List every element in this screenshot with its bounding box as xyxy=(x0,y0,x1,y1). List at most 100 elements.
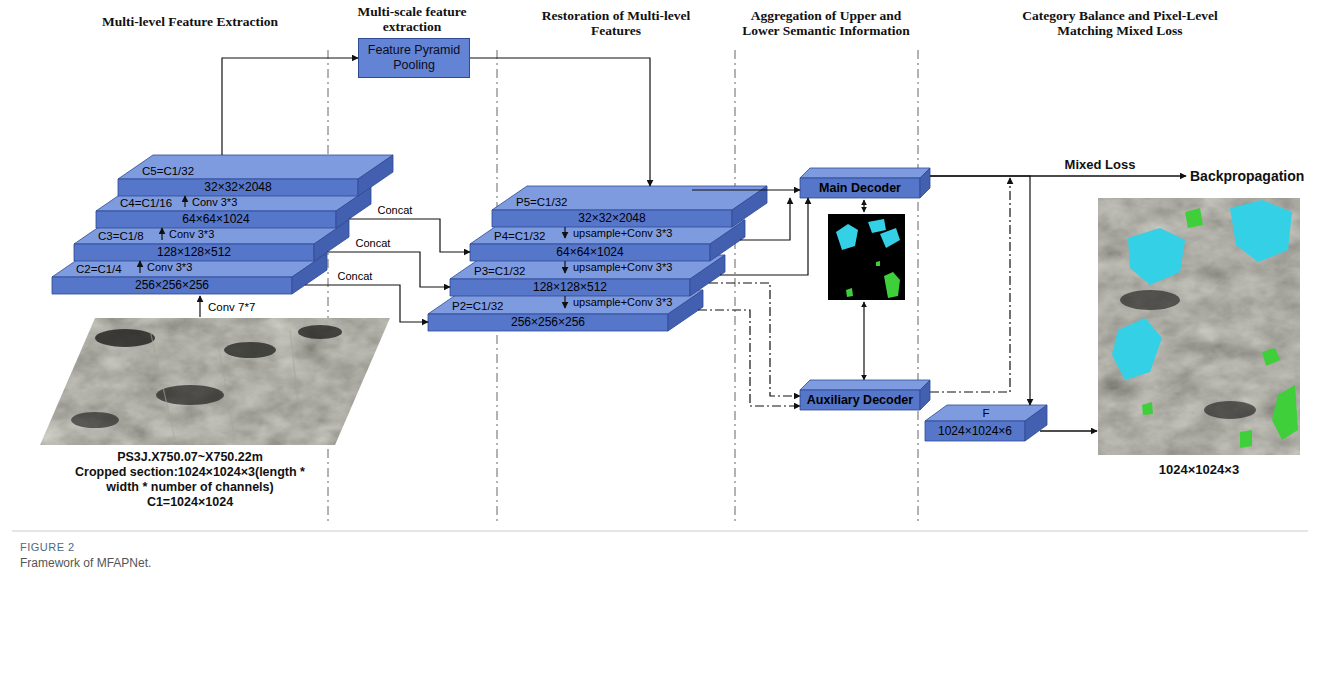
rock-hole xyxy=(224,342,276,358)
section-heading: Aggregation of Upper and Lower Semantic … xyxy=(734,8,918,38)
seg-blob xyxy=(1112,318,1162,380)
level-label: P2=C1/32 xyxy=(452,300,503,313)
seg-blob xyxy=(1240,430,1252,448)
figure-number: FIGURE 2 xyxy=(20,541,75,554)
rock-texture xyxy=(1098,198,1300,455)
front-face xyxy=(925,421,1025,441)
top-face xyxy=(470,220,745,244)
top-face xyxy=(800,380,930,390)
output-image xyxy=(1098,198,1300,455)
side-face xyxy=(920,380,930,410)
side-face xyxy=(336,187,371,228)
mask-ground xyxy=(828,214,905,300)
front-face xyxy=(118,179,358,196)
seg-blob xyxy=(1185,208,1203,228)
size-label: 256×256×256 xyxy=(428,314,668,331)
front-face xyxy=(800,178,920,198)
top-face xyxy=(800,168,930,178)
front-face xyxy=(96,211,336,228)
rock-texture xyxy=(40,318,390,445)
top-face xyxy=(74,220,349,244)
edge-label: upsample+Conv 3*3 xyxy=(573,261,672,273)
mask-arrow xyxy=(863,302,864,380)
level-label: C4=C1/16 xyxy=(120,197,172,210)
size-label: 32×32×2048 xyxy=(492,210,732,227)
mask-blob xyxy=(846,288,853,297)
rock-hole xyxy=(1204,401,1256,419)
conv-arrow xyxy=(199,296,200,317)
decoder-label: Main Decoder xyxy=(800,178,920,198)
connector-arrow xyxy=(305,285,428,322)
seg-blob xyxy=(1230,200,1292,262)
top-face xyxy=(118,155,393,179)
output-feature-slab: F1024×1024×6 xyxy=(925,405,1047,441)
input-size-label: C1=1024×1024 xyxy=(40,495,340,510)
connector-arrow xyxy=(327,252,450,287)
rock-hole xyxy=(298,325,342,339)
edge-label: upsample+Conv 3*3 xyxy=(573,296,672,308)
mask-blob xyxy=(868,219,886,233)
section-heading: Restoration of Multi-level Features xyxy=(521,8,711,38)
connector-arrow xyxy=(930,176,1030,405)
top-face xyxy=(492,186,767,210)
level-label: P4=C1/32 xyxy=(494,230,545,243)
backprop-label: Backpropagation xyxy=(1190,168,1304,184)
side-face xyxy=(710,220,745,261)
rock-hole xyxy=(95,329,155,347)
figure-caption: Framework of MFAPNet. xyxy=(20,556,151,570)
separator xyxy=(735,50,736,525)
size-label: 1024×1024×6 xyxy=(925,421,1025,441)
input-size-note: Cropped section:1024×1024×3(length * wid… xyxy=(63,465,318,495)
edge-label: Conv 3*3 xyxy=(147,261,192,273)
top-face xyxy=(96,187,371,211)
decoder-box: Auxiliary Decoder xyxy=(800,380,930,410)
rock-hole xyxy=(1120,290,1180,310)
top-face xyxy=(428,290,703,314)
size-label: 64×64×1024 xyxy=(470,244,710,261)
input-caption-group: PS3J.X750.07~X750.22mCropped section:102… xyxy=(40,450,340,510)
loss-label: Mixed Loss xyxy=(1065,157,1136,172)
size-label: 128×128×512 xyxy=(74,244,314,261)
feature-slab: C5=C1/3232×32×2048 xyxy=(118,155,393,196)
front-face xyxy=(428,314,668,331)
level-label: C3=C1/8 xyxy=(98,230,144,243)
edge-label: Concat xyxy=(356,237,391,249)
pyramid-pooling-box: Feature Pyramid Pooling xyxy=(358,38,470,78)
connector-arrow xyxy=(222,58,358,155)
size-label: 256×256×256 xyxy=(52,277,292,294)
connector-arrow xyxy=(698,310,800,406)
edge-label: Conv 3*3 xyxy=(169,228,214,240)
front-face xyxy=(450,279,690,296)
front-face xyxy=(800,390,920,410)
mask-arrow xyxy=(863,200,864,212)
side-face xyxy=(732,186,767,227)
seg-blob xyxy=(1262,348,1280,366)
separator xyxy=(918,50,919,525)
section-heading: Multi-level Feature Extraction xyxy=(40,14,340,29)
section-separators xyxy=(328,50,918,525)
level-label: F xyxy=(925,405,1047,421)
side-face xyxy=(1025,405,1047,441)
section-heading: Multi-scale feature extraction xyxy=(347,4,477,34)
front-face xyxy=(74,244,314,261)
front-face xyxy=(470,244,710,261)
connector-arrow xyxy=(709,283,800,396)
edge-label: Concat xyxy=(378,204,413,216)
mask-blob xyxy=(836,224,858,250)
rock-hole xyxy=(71,412,119,428)
connector-arrow xyxy=(349,219,470,252)
front-face xyxy=(52,277,292,294)
seg-blob xyxy=(1142,402,1153,415)
output-arrow xyxy=(1040,430,1097,431)
decoder-label: Auxiliary Decoder xyxy=(800,390,920,410)
input-rock-image xyxy=(40,318,390,445)
side-face xyxy=(920,168,930,198)
box-label: Feature Pyramid Pooling xyxy=(365,43,463,73)
output-size-label: 1024×1024×3 xyxy=(1159,462,1239,477)
side-face xyxy=(292,253,327,294)
separator xyxy=(328,50,329,525)
size-label: 64×64×1024 xyxy=(96,211,336,228)
side-face xyxy=(314,220,349,261)
